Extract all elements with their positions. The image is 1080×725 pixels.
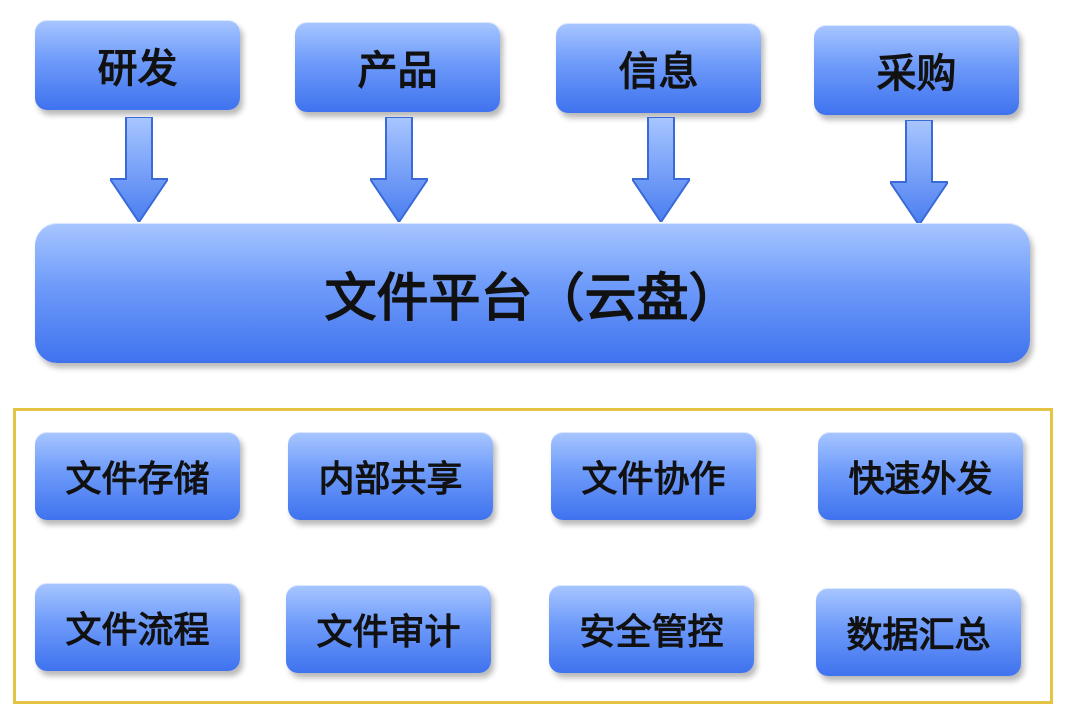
source-box-rd: 研发 xyxy=(35,20,240,110)
feature-box-storage: 文件存储 xyxy=(35,432,240,520)
source-label: 产品 xyxy=(357,48,438,94)
feature-box-data-summary: 数据汇总 xyxy=(816,588,1021,676)
source-box-info: 信息 xyxy=(556,23,761,113)
feature-frame xyxy=(13,408,1053,704)
feature-label: 安全管控 xyxy=(579,612,724,653)
down-arrow-icon xyxy=(890,120,948,225)
down-arrow-icon xyxy=(632,117,690,222)
feature-label: 数据汇总 xyxy=(846,615,991,656)
feature-label: 文件协作 xyxy=(581,459,726,500)
feature-label: 文件流程 xyxy=(65,610,210,651)
feature-box-external-send: 快速外发 xyxy=(818,432,1023,520)
feature-box-audit: 文件审计 xyxy=(286,585,491,673)
source-box-purchase: 采购 xyxy=(814,25,1019,115)
feature-box-security: 安全管控 xyxy=(549,585,754,673)
source-label: 信息 xyxy=(618,49,699,95)
source-box-product: 产品 xyxy=(295,22,500,112)
feature-label: 内部共享 xyxy=(318,459,463,500)
platform-label: 文件平台（云盘） xyxy=(324,268,741,329)
source-label: 研发 xyxy=(97,46,178,92)
feature-label: 文件审计 xyxy=(316,612,461,653)
down-arrow-icon xyxy=(110,117,168,222)
source-label: 采购 xyxy=(876,51,957,97)
down-arrow-icon xyxy=(370,117,428,222)
feature-box-workflow: 文件流程 xyxy=(35,583,240,671)
feature-box-collaboration: 文件协作 xyxy=(551,432,756,520)
feature-label: 快速外发 xyxy=(848,459,993,500)
feature-label: 文件存储 xyxy=(65,459,210,500)
platform-bar: 文件平台（云盘） xyxy=(35,223,1030,363)
feature-box-internal-share: 内部共享 xyxy=(288,432,493,520)
